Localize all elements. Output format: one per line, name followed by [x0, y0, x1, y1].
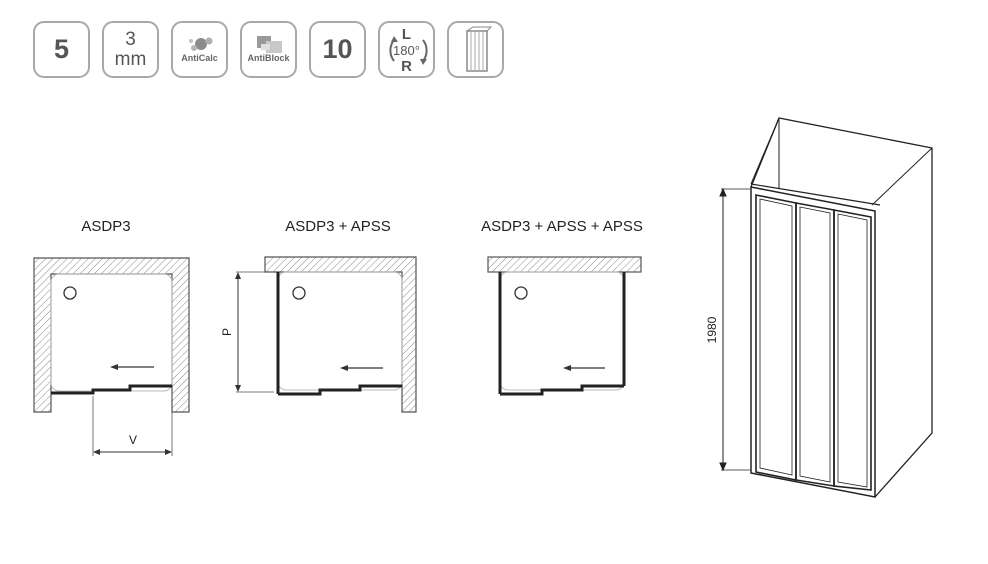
asdp3-apss-tray	[277, 271, 403, 391]
asdp3-walls	[33, 257, 190, 413]
door-panel-1	[755, 194, 797, 481]
shower-enclosure-icon	[466, 26, 493, 72]
asdp3-apss-apss-drain-icon	[514, 286, 528, 300]
asdp3-apss-arrow-head	[340, 365, 348, 371]
asdp3-apss-apss-wall	[487, 256, 642, 273]
badge-reversible: L 180° R	[378, 21, 435, 78]
asdp3-apss-apss-arrow-head	[563, 365, 571, 371]
degrees-label: 180°	[393, 43, 420, 58]
badge-anticalc: AntiCalc	[171, 21, 228, 78]
reversible-labels: L 180° R	[380, 23, 433, 76]
asdp3-apss-drain-icon	[292, 286, 306, 300]
badge-5: 5	[33, 21, 90, 78]
diagram-asdp3-apss-apss: ASDP3 + APSS + APSS	[481, 218, 643, 396]
anticalc-icon	[189, 37, 213, 51]
asdp3-apss-dim-label: P	[220, 328, 234, 336]
asdp3-apss-doors	[278, 384, 402, 396]
door-frame	[750, 186, 876, 498]
badge-enclosure	[447, 21, 504, 78]
badge-10-text: 10	[322, 34, 353, 64]
badge-5-text: 5	[53, 34, 70, 64]
antiblock-icon	[257, 36, 282, 53]
badge-glass-thickness: 3 mm	[102, 21, 159, 78]
badge-antiblock: AntiBlock	[240, 21, 297, 78]
asdp3-tray	[50, 273, 173, 392]
glass-thickness-unit: mm	[114, 48, 147, 70]
enclosure-outline	[750, 117, 933, 498]
diagram-asdp3-apss: ASDP3 + APSS P	[220, 218, 417, 413]
anticalc-label: AntiCalc	[181, 53, 218, 63]
asdp3-apss-apss-doors	[500, 384, 624, 396]
asdp3-drain-icon	[63, 286, 77, 300]
perspective-view	[719, 117, 933, 498]
asdp3-apss-apss-tray	[499, 271, 625, 391]
diagram-asdp3-apss-title: ASDP3 + APSS	[285, 218, 390, 235]
antiblock-label: AntiBlock	[247, 53, 290, 63]
badge-10: 10	[309, 21, 366, 78]
rotate-arrows-icon	[389, 36, 428, 65]
asdp3-doors	[51, 384, 172, 395]
diagram-asdp3-title: ASDP3	[81, 218, 130, 235]
left-label: L	[401, 26, 412, 43]
right-label: R	[401, 58, 412, 75]
height-label: 1980	[705, 316, 719, 343]
door-panel-2	[795, 202, 835, 487]
diagram-asdp3-apss-apss-title: ASDP3 + APSS + APSS	[481, 218, 643, 235]
asdp3-arrow-head	[110, 364, 118, 370]
diagram-asdp3: ASDP3 V	[33, 218, 190, 456]
glass-thickness-value: 3	[125, 28, 136, 50]
asdp3-dim-label: V	[129, 433, 137, 447]
glass-thickness-text: 3 mm	[114, 28, 147, 70]
door-panel-3	[833, 209, 872, 491]
